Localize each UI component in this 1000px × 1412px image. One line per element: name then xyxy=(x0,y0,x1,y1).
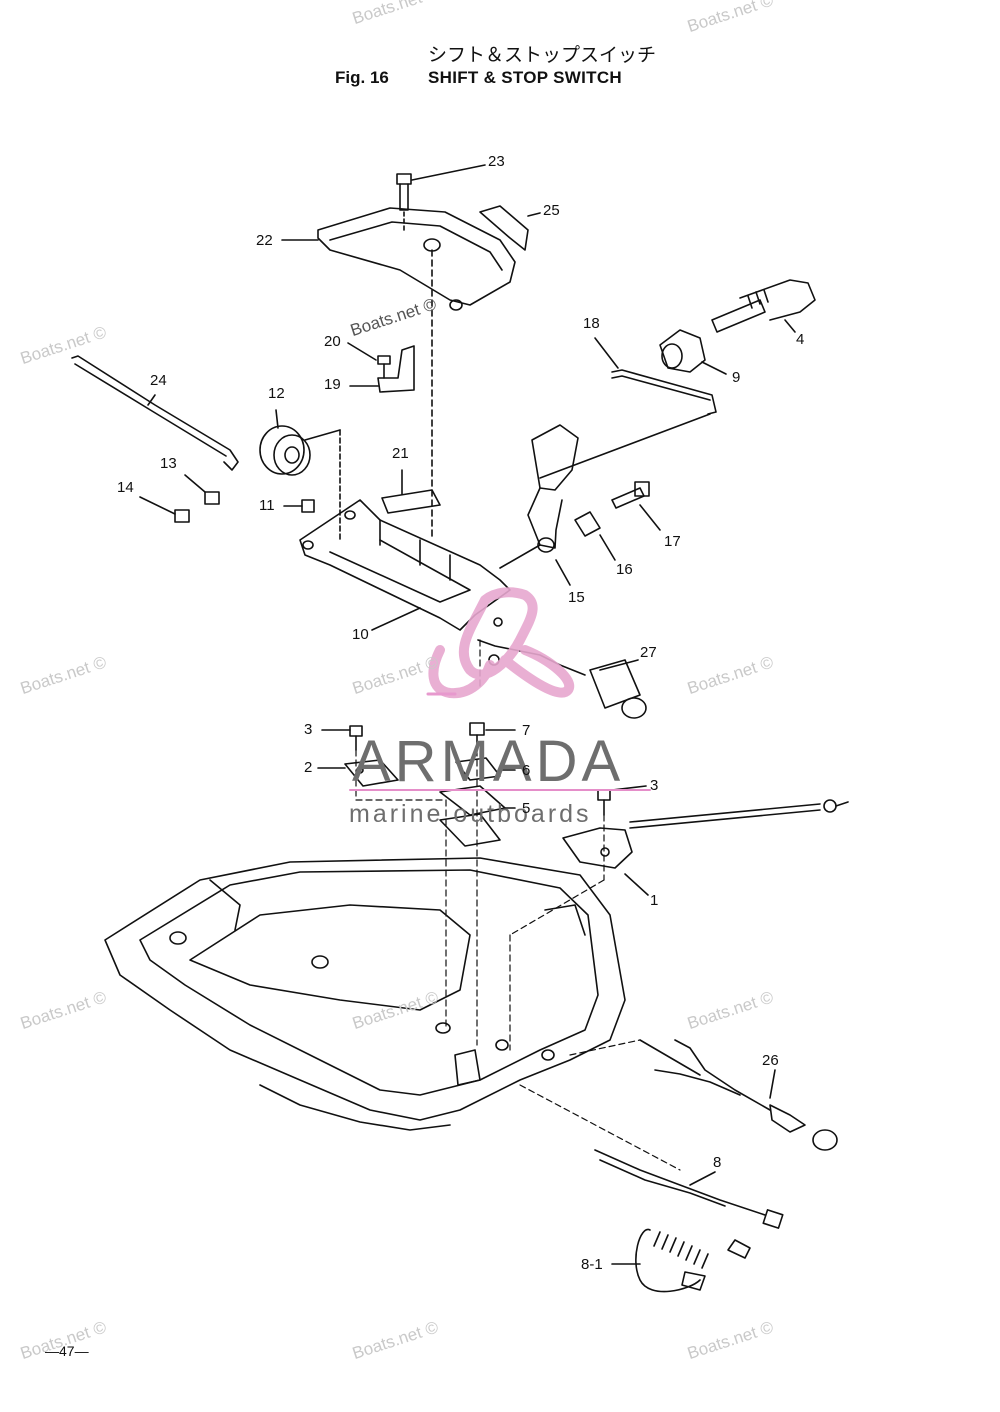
callout-13: 13 xyxy=(160,455,177,472)
figure-label: Fig. 16 xyxy=(335,68,389,87)
bolt-13 xyxy=(184,474,220,505)
bolt-17 xyxy=(611,481,661,531)
pulley-12 xyxy=(259,409,341,541)
header-title-japanese: シフト＆ストップスイッチ xyxy=(428,44,657,66)
housing-10 xyxy=(299,499,511,631)
plate-6 xyxy=(455,757,516,781)
callout-9: 9 xyxy=(732,369,741,386)
callout-3: 3 xyxy=(304,721,313,738)
rod-18 xyxy=(539,337,717,479)
rod-24 xyxy=(71,355,239,471)
callout-12: 12 xyxy=(268,385,285,402)
callout-17: 17 xyxy=(664,533,681,550)
assembly-lines xyxy=(355,639,605,1051)
callout-10: 10 xyxy=(352,626,369,643)
callout-11: 11 xyxy=(259,497,275,514)
plate-21 xyxy=(381,469,441,514)
callout-2: 2 xyxy=(304,759,313,776)
bolt-23 xyxy=(396,164,486,211)
stop-cable xyxy=(629,799,849,829)
brand-tagline: marine outboards xyxy=(349,800,592,828)
bolt-7 xyxy=(469,722,516,751)
plate-2 xyxy=(317,759,399,787)
lever-15 xyxy=(499,424,579,586)
callout-27: 27 xyxy=(640,644,657,661)
knob-9 xyxy=(659,329,727,375)
lanyard-8-1 xyxy=(611,1228,751,1293)
callout-8-1: 8-1 xyxy=(581,1256,603,1273)
callout-22: 22 xyxy=(256,232,273,249)
callout-3b: 3 xyxy=(650,777,659,794)
armada-logo xyxy=(426,587,575,699)
callout-5: 5 xyxy=(522,800,531,817)
bolt-11 xyxy=(283,499,315,513)
page-number: —47— xyxy=(45,1343,89,1359)
callout-8: 8 xyxy=(713,1154,722,1171)
collar-16 xyxy=(574,511,616,561)
header-title: SHIFT & STOP SWITCH xyxy=(428,68,622,87)
switch-8 xyxy=(519,1084,784,1229)
callout-26: 26 xyxy=(762,1052,779,1069)
bracket-19 xyxy=(349,345,415,393)
callout-25: 25 xyxy=(543,202,560,219)
callout-14: 14 xyxy=(117,479,134,496)
callout-16: 16 xyxy=(616,561,633,578)
clamp-5 xyxy=(439,785,516,847)
callout-4: 4 xyxy=(796,331,805,348)
bolt-20 xyxy=(347,342,391,379)
callout-15: 15 xyxy=(568,589,585,606)
bolt-3a xyxy=(321,725,363,751)
switch-4 xyxy=(711,279,816,333)
callout-7: 7 xyxy=(522,722,531,739)
harness-26 xyxy=(569,1039,838,1151)
callout-23: 23 xyxy=(488,153,505,170)
callout-1: 1 xyxy=(650,892,659,909)
callout-18: 18 xyxy=(583,315,600,332)
callout-21: 21 xyxy=(392,445,409,462)
bolt-14 xyxy=(139,496,190,523)
callout-24: 24 xyxy=(150,372,167,389)
callout-19: 19 xyxy=(324,376,341,393)
strip-25 xyxy=(479,205,541,251)
lower-cowling xyxy=(104,857,626,1131)
callout-6: 6 xyxy=(522,762,531,779)
bracket-1 xyxy=(562,827,649,896)
brand-name: ARMADA xyxy=(352,729,625,794)
callout-20: 20 xyxy=(324,333,341,350)
